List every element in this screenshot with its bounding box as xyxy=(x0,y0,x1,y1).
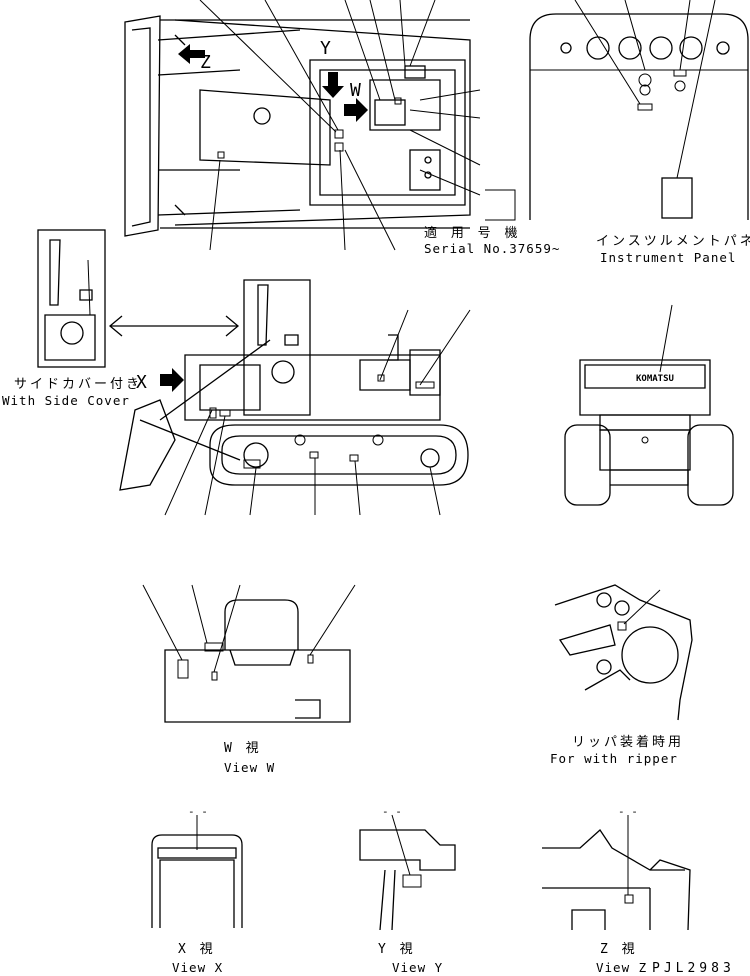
rear-view: KOMATSU xyxy=(564,304,734,506)
view-w-en: View W xyxy=(224,760,275,775)
view-x-drawing: - - X 視 View X xyxy=(151,805,243,975)
view-w-jp: W 視 xyxy=(224,741,262,756)
view-y-drawing: - - Y 視 View Y xyxy=(359,805,456,975)
view-letter-x: X xyxy=(136,372,147,393)
serial-label-en: Serial No.37659~ xyxy=(424,241,560,256)
ripper-jp: リッパ装着時用 xyxy=(572,734,684,750)
view-x-en: View X xyxy=(172,960,223,975)
view-y-jp: Y 視 xyxy=(378,942,416,957)
view-y-en: View Y xyxy=(392,960,443,975)
view-y-mark: - - xyxy=(382,805,402,818)
view-arrow-icon xyxy=(344,98,368,122)
view-z-en: View Z xyxy=(596,960,647,975)
view-letter-z: Z xyxy=(200,52,211,73)
view-z-jp: Z 視 xyxy=(600,942,638,957)
side-cover-en: With Side Cover xyxy=(2,393,130,408)
instrument-panel-jp: インスツルメントパネル xyxy=(596,234,750,249)
drawing-code: PJL2983 xyxy=(652,961,735,976)
side-cover-jp: サイドカバー付き xyxy=(14,377,142,392)
view-w-drawing: W 視 View W xyxy=(142,584,356,775)
instrument-panel-en: Instrument Panel xyxy=(600,250,736,265)
ripper-drawing: リッパ装着時用 For with ripper xyxy=(550,584,693,766)
view-z-mark: - - xyxy=(618,805,638,818)
top-plan-view: Z Y W 適 用 号 機 Serial No.37659~ xyxy=(124,0,560,256)
double-arrow-icon xyxy=(108,315,240,337)
side-view: X xyxy=(119,279,471,516)
view-letter-w: W xyxy=(350,80,361,101)
view-x-mark: - - xyxy=(188,805,208,818)
ripper-en: For with ripper xyxy=(550,751,678,766)
serial-label-jp: 適 用 号 機 xyxy=(424,225,520,241)
view-x-jp: X 視 xyxy=(178,942,216,957)
instrument-panel-view: インスツルメントパネル Instrument Panel xyxy=(529,0,750,265)
view-arrow-icon xyxy=(322,72,344,98)
side-cover-inset: サイドカバー付き With Side Cover xyxy=(2,229,142,408)
view-z-drawing: - - Z 視 View Z xyxy=(542,805,691,975)
view-arrow-icon xyxy=(160,368,184,392)
view-arrow-icon xyxy=(178,44,205,64)
rear-logo: KOMATSU xyxy=(636,374,674,384)
view-letter-y: Y xyxy=(320,38,331,59)
